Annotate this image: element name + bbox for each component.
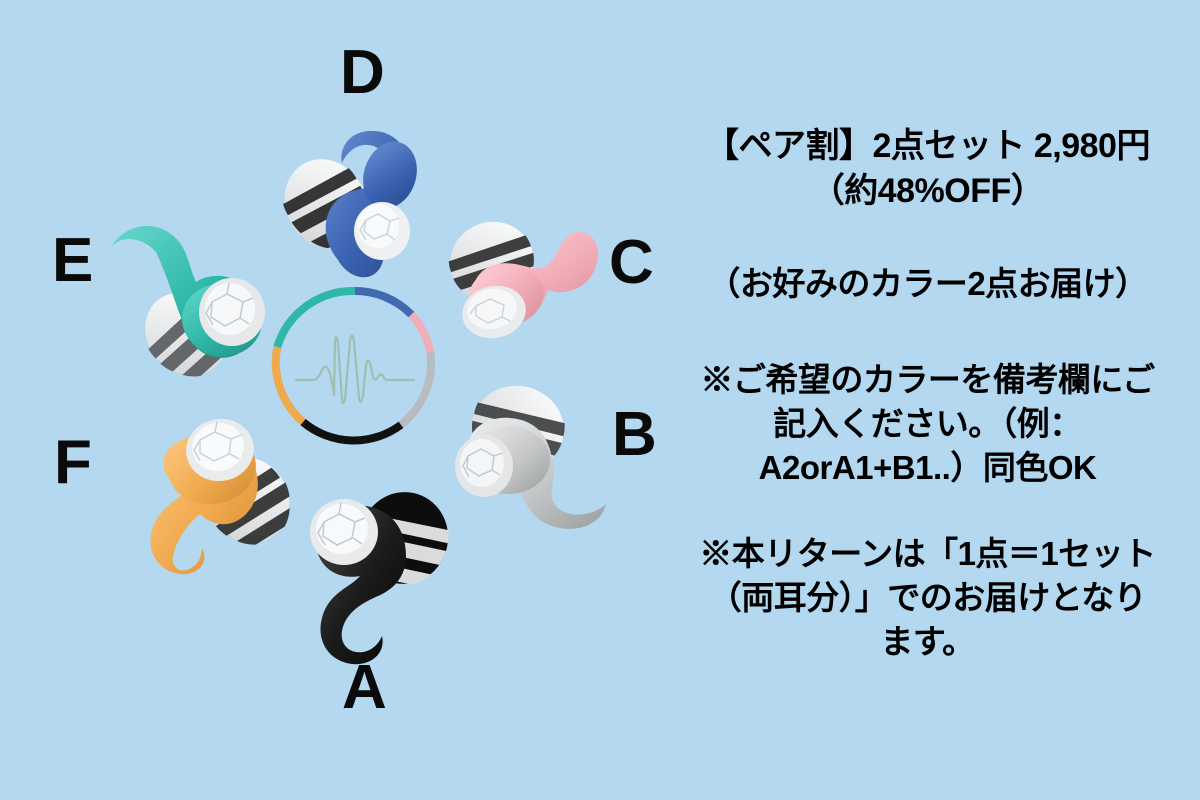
earplug-e-teal [112, 196, 322, 406]
earplug-button [455, 435, 513, 497]
price-line-2: （約48%OFF） [810, 172, 1045, 211]
earplug-button [462, 285, 526, 339]
earplug-b-gray [432, 368, 642, 578]
label-d: D [340, 38, 385, 107]
earplug-a-black [272, 462, 482, 672]
ring-segment-f [271, 346, 306, 426]
ring-segment-c [408, 311, 435, 354]
label-b: B [612, 400, 657, 469]
earplug-button [199, 278, 265, 346]
earplug-button [354, 202, 410, 260]
ring-segment-d [354, 286, 415, 318]
earplug-c-pink [424, 190, 634, 400]
return-terms-paragraph: ※本リターンは「1点＝1セット （両耳分）」でのお届けとなり ます。 [655, 532, 1200, 664]
offer-description-panel: 【ペア割】2点セット 2,980円 （約48%OFF） （お好みのカラー2点お届… [655, 0, 1200, 800]
label-c: C [609, 228, 654, 297]
label-a: A [342, 653, 387, 722]
return-line-1: ※本リターンは「1点＝1セット [699, 535, 1156, 572]
ring-segment-e [273, 286, 356, 349]
earplug-f-orange [108, 372, 318, 582]
waveform-ring-logo [268, 283, 442, 457]
note-line-1: ※ご希望のカラーを備考欄にご [700, 361, 1155, 398]
earplug-button [310, 499, 378, 565]
note-line-3: A2orA1+B1..）同色OK [758, 448, 1097, 486]
product-color-diagram: D E C F B A [52, 38, 657, 722]
return-line-2: （両耳分）」でのお届けとなり [708, 578, 1147, 616]
color-request-note-paragraph: ※ご希望のカラーを備考欄にご 記入ください。（例： A2orA1+B1..）同色… [655, 358, 1200, 490]
earplug-d-blue [262, 100, 472, 310]
label-f: F [54, 428, 92, 497]
ring-segment-b [398, 351, 435, 428]
return-line-3: ます。 [880, 622, 975, 660]
choose-line-1: （お好みのカラー2点お届け） [707, 265, 1148, 302]
note-line-2: 記入ください。（例： [773, 404, 1082, 442]
choose-colors-paragraph: （お好みのカラー2点お届け） [655, 262, 1200, 306]
waveform-line [294, 333, 416, 405]
earplug-button [186, 418, 254, 482]
earplug-body [112, 226, 259, 358]
price-paragraph: 【ペア割】2点セット 2,980円 （約48%OFF） [655, 124, 1200, 214]
label-e: E [52, 226, 93, 295]
ring-segment-a [300, 418, 404, 445]
price-line-1: 【ペア割】2点セット 2,980円 [705, 127, 1150, 165]
